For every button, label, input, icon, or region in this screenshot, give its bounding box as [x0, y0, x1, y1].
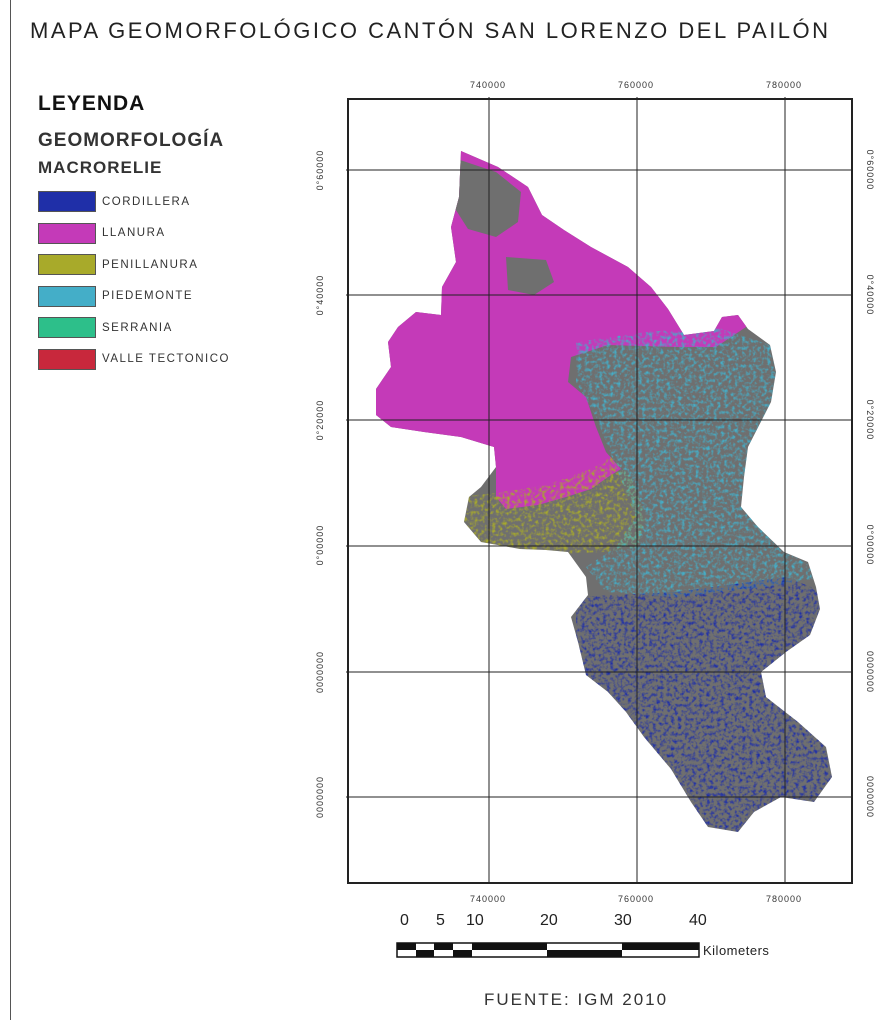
legend-item-cordillera: CORDILLERA: [38, 186, 308, 218]
x-label-top-780000: 780000: [766, 80, 803, 90]
x-label-bottom-760000: 760000: [618, 894, 655, 904]
scale-bar-row: Kilometers: [396, 942, 769, 958]
y-label-right-1: 0°60000: [865, 149, 875, 191]
scale-tick-20: 20: [540, 912, 558, 929]
y-label-left-1: 0°60000: [315, 149, 325, 191]
y-label-left-2: 0°40000: [315, 274, 325, 316]
legend-label: SERRANIA: [102, 321, 173, 334]
y-label-right-6: 0000000: [865, 775, 875, 819]
scale-bar: 0 5 10 20 30 40 Kilometers: [396, 912, 769, 958]
zone-penillanura: [456, 457, 646, 557]
x-label-bottom-740000: 740000: [470, 894, 507, 904]
legend-label: CORDILLERA: [102, 195, 191, 208]
legend-item-penillanura: PENILLANURA: [38, 249, 308, 281]
legend-label: VALLE TECTONICO: [102, 353, 230, 366]
scale-tick-labels: 0 5 10 20 30 40: [396, 912, 726, 934]
y-label-right-4: 0°00000: [865, 524, 875, 566]
scale-tick-30: 30: [614, 912, 632, 929]
x-label-top-740000: 740000: [470, 80, 507, 90]
scale-tick-5: 5: [436, 912, 445, 929]
legend-swatch: [38, 317, 96, 339]
zone-gray-pocket: [451, 157, 521, 237]
scale-tick-0: 0: [400, 912, 409, 929]
zone-gray-pocket: [506, 257, 554, 295]
legend-panel: LEYENDA GEOMORFOLOGÍA MACRORELIE CORDILL…: [38, 92, 308, 375]
y-label-right-5: 0000000: [865, 650, 875, 694]
legend-label: PIEDEMONTE: [102, 290, 194, 303]
scale-bar-graphic: [396, 942, 700, 958]
x-label-top-760000: 760000: [618, 80, 655, 90]
map-grid: [346, 97, 852, 883]
legend-title: LEYENDA: [38, 92, 146, 115]
legend-swatch: [38, 254, 96, 276]
legend-swatch: [38, 222, 96, 244]
legend-item-valle-tectonico: VALLE TECTONICO: [38, 344, 308, 376]
y-label-right-3: 0°20000: [865, 399, 875, 441]
scale-tick-10: 10: [466, 912, 484, 929]
source-credit: FUENTE: IGM 2010: [484, 990, 669, 1009]
y-label-left-3: 0°20000: [315, 399, 325, 441]
legend-group: MACRORELIE: [38, 158, 163, 177]
legend-item-piedemonte: PIEDEMONTE: [38, 281, 308, 313]
legend-item-serrania: SERRANIA: [38, 312, 308, 344]
legend-item-llanura: LLANURA: [38, 218, 308, 250]
legend-subtitle: GEOMORFOLOGÍA: [38, 130, 225, 151]
region-fills: [376, 151, 832, 832]
scale-tick-40: 40: [689, 912, 707, 929]
x-label-bottom-780000: 780000: [766, 894, 803, 904]
legend-label: PENILLANURA: [102, 258, 199, 271]
map-title: MAPA GEOMORFOLÓGICO CANTÓN SAN LORENZO D…: [30, 18, 831, 43]
legend-swatch: [38, 191, 96, 213]
legend-items: CORDILLERA LLANURA PENILLANURA PIEDEMONT…: [38, 186, 308, 375]
map-frame: [346, 97, 853, 884]
y-label-right-2: 0°40000: [865, 274, 875, 316]
page-left-rule: [10, 0, 11, 1020]
legend-swatch: [38, 348, 96, 370]
scale-unit: Kilometers: [703, 942, 770, 958]
zone-cordillera: [576, 577, 832, 832]
map-border: [347, 98, 853, 884]
legend-label: LLANURA: [102, 227, 166, 240]
y-label-left-6: 0000000: [315, 775, 325, 819]
legend-swatch: [38, 285, 96, 307]
y-label-left-4: 0°00000: [315, 524, 325, 566]
y-label-left-5: 0000000: [315, 650, 325, 694]
